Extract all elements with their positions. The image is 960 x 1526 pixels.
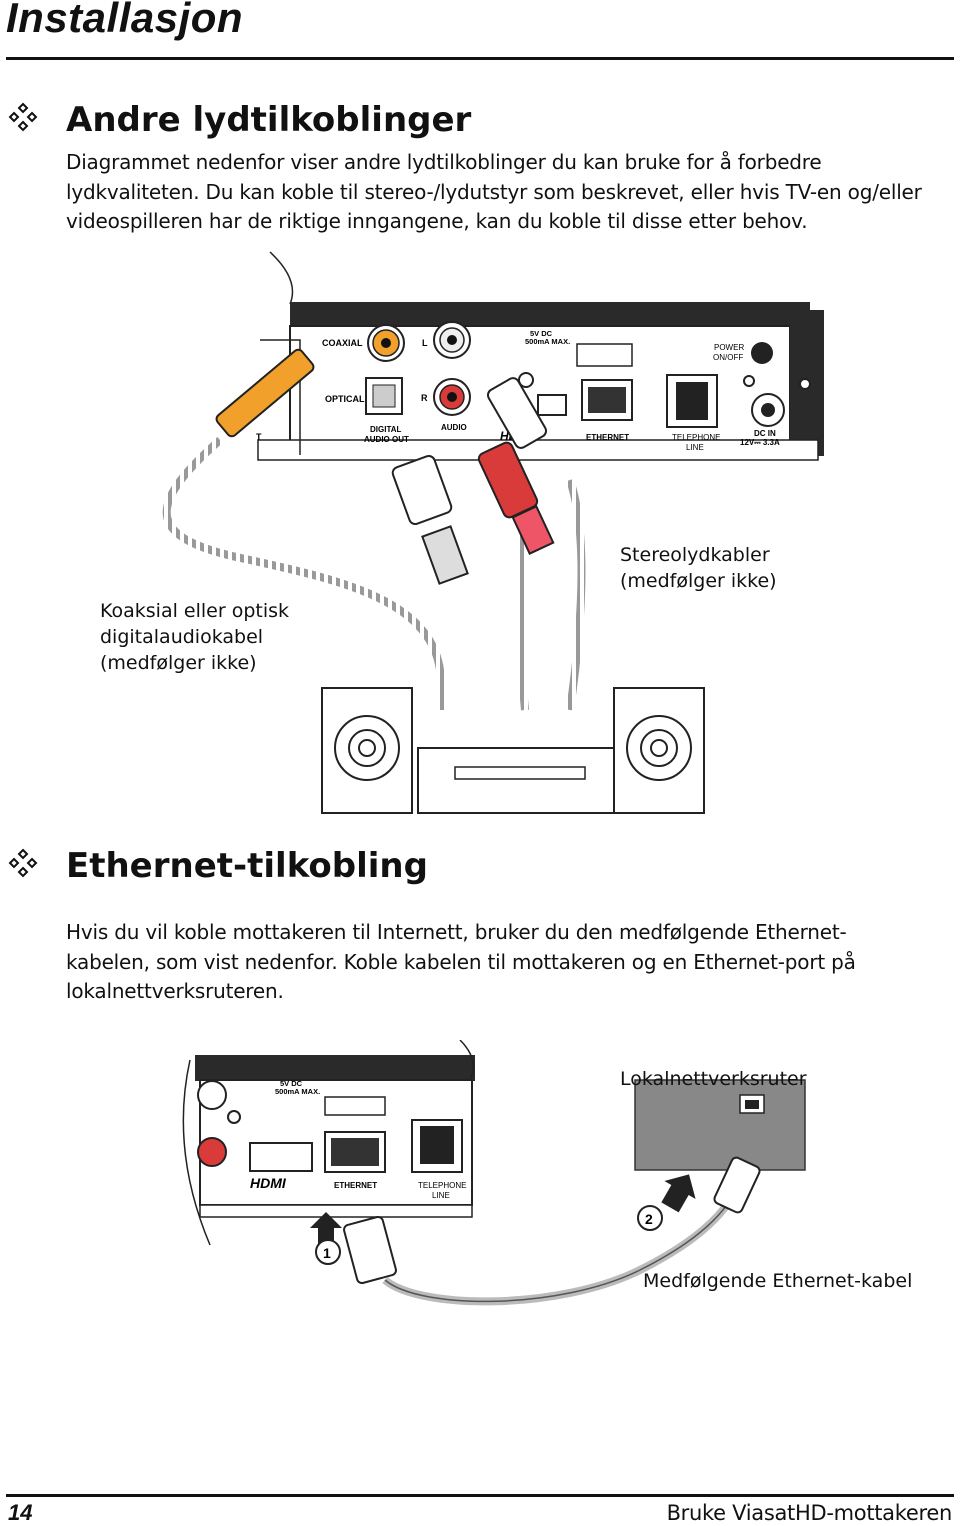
section-heading-text: Ethernet-tilkobling [66, 846, 428, 886]
left-label: L [422, 338, 428, 348]
hdmi-label: HDMI [250, 1175, 287, 1191]
audio-connection-diagram: COAXIAL OPTICAL DIGITAL AUDIO OUT T L R … [162, 251, 824, 814]
coaxial-label: COAXIAL [322, 338, 363, 348]
title-rule [6, 57, 954, 60]
telephone-label-2: LINE [432, 1191, 450, 1200]
router-label: Lokalnettverksruter [620, 1068, 807, 1090]
telephone-label-2: LINE [686, 443, 704, 452]
step-1-label: 1 [323, 1245, 331, 1261]
power-label-1: POWER [714, 343, 744, 352]
footer-title: Bruke ViasatHD-mottakeren [666, 1501, 953, 1525]
power-label-2: ON/OFF [713, 353, 743, 362]
usb-label-1: 5V DC [280, 1079, 303, 1088]
optical-label: OPTICAL [325, 394, 365, 404]
dc-label-2: 12V⎓ 3.3A [740, 438, 780, 447]
telephone-label-1: TELEPHONE [672, 433, 720, 442]
four-diamond-bullet-icon [8, 102, 48, 139]
section-heading-ethernet: Ethernet-tilkobling [8, 846, 428, 886]
section-heading-audio: Andre lydtilkoblinger [8, 100, 471, 140]
telephone-label-1: TELEPHONE [418, 1181, 466, 1190]
ethernet-body-text: Hvis du vil koble mottakeren til Interne… [66, 920, 856, 1003]
section-heading-text: Andre lydtilkoblinger [66, 100, 472, 140]
dc-label-1: DC IN [754, 429, 776, 438]
audio-body-text: Diagrammet nedenfor viser andre lydtilko… [66, 150, 922, 233]
right-label: R [421, 393, 428, 403]
digital-audio-out-label-1: DIGITAL [370, 425, 402, 434]
ethernet-connection-diagram: 5V DC 500mA MAX. HDMI ETHERNET TELEPHONE… [182, 1040, 806, 1306]
audio-label: AUDIO [441, 423, 467, 432]
usb-label-1: 5V DC [530, 329, 553, 338]
page-title: Installasjon [6, 0, 244, 41]
ethernet-label: ETHERNET [586, 433, 629, 442]
usb-label-2: 500mA MAX. [525, 337, 570, 346]
step-2-label: 2 [645, 1211, 653, 1227]
usb-label-2: 500mA MAX. [275, 1087, 320, 1096]
ethernet-cable-label: Medfølgende Ethernet-kabel [643, 1270, 913, 1292]
digital-audio-out-label-2: AUDIO OUT [364, 435, 409, 444]
four-diamond-bullet-icon [8, 848, 48, 885]
t-label: T [256, 432, 262, 442]
callout-digital-audio-cable: Koaksial eller optisk digitalaudiokabel … [100, 600, 290, 674]
page-number: 14 [8, 1500, 33, 1525]
callout-stereo-cables: Stereolydkabler (medfølger ikke) [620, 544, 777, 592]
ethernet-label: ETHERNET [334, 1181, 377, 1190]
footer-rule [6, 1494, 954, 1497]
